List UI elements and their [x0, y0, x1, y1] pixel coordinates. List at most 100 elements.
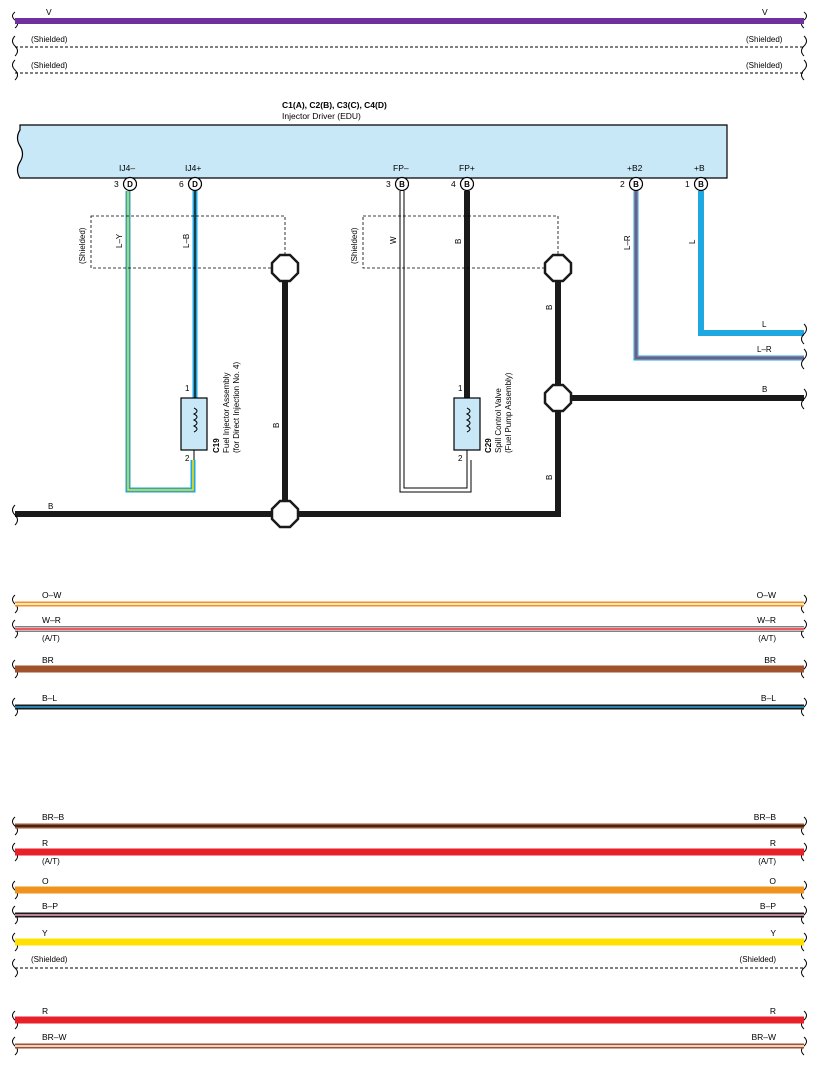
injector-body	[180, 397, 208, 451]
pin-number: 1	[685, 179, 690, 189]
pin-letter: B	[633, 180, 639, 189]
wire-wr-note-left: (A/T)	[42, 634, 60, 643]
pin-letter: D	[127, 180, 133, 189]
wire-label-w: W	[389, 236, 398, 244]
wire-label-b-out: B	[762, 385, 767, 394]
wire-l-r-stripe	[635, 191, 804, 359]
pin-number: 3	[114, 179, 119, 189]
injector-detail: (for Direct Injection No. 4)	[232, 362, 241, 453]
pin-letter: B	[399, 180, 405, 189]
wire-y-label-left: Y	[42, 928, 48, 938]
wire-label-l-y: L–Y	[115, 233, 124, 248]
splice-point	[543, 253, 573, 283]
wire-label-b: B	[454, 239, 463, 244]
wire-r1-label-left: R	[42, 838, 48, 848]
pin-terminal	[628, 176, 644, 192]
splice-point	[270, 253, 300, 283]
pin-terminal	[459, 176, 475, 192]
pin-terminal	[394, 176, 410, 192]
wire-break-right	[801, 323, 807, 345]
pin-letter: B	[698, 180, 704, 189]
pin-letter: D	[192, 180, 198, 189]
injector-coil-icon	[192, 407, 198, 433]
edu-name: Injector Driver (EDU)	[282, 111, 361, 121]
wire-r1-label-right: R	[770, 838, 776, 848]
pin-terminal	[122, 176, 138, 192]
injector-circuit: (Shielded) L–Y L–B 1 2 C19 Fuel Injector…	[78, 191, 286, 493]
wire-bp2-label-right: B–P	[760, 901, 776, 911]
pin-number: 6	[179, 179, 184, 189]
wire-l-y-stripe	[127, 191, 194, 491]
wire-r2-label-right: R	[770, 1006, 776, 1016]
wire-brb-label-left: BR–B	[42, 812, 65, 822]
shield-box	[90, 215, 286, 269]
wire-bl-label-right: B–L	[761, 693, 776, 703]
shield-label: (Shielded)	[78, 227, 87, 264]
wire-r2-label-left: R	[42, 1006, 48, 1016]
wire-break-right	[801, 958, 807, 978]
edu-body	[16, 124, 728, 179]
top-wires: V V (Shielded) (Shielded) (Shielded) (Sh…	[12, 7, 807, 81]
wire-v-label-right: V	[762, 7, 768, 17]
pin-name-b: +B	[694, 163, 705, 173]
pin-letter: B	[464, 180, 470, 189]
injector-code: C19	[212, 438, 221, 453]
wire-shield3-label-right: (Shielded)	[740, 955, 777, 964]
wire-r1-note-right: (A/T)	[758, 857, 776, 866]
ground-network: B B B B B	[12, 253, 807, 529]
splice-point	[543, 383, 573, 413]
pin-name-b2: +B2	[627, 163, 643, 173]
injector-driver-edu: C1(A), C2(B), C3(C), C4(D) Injector Driv…	[16, 100, 728, 192]
wire-ow-label-right: O–W	[757, 590, 776, 600]
pin-name-fp-plus: FP+	[459, 163, 475, 173]
wire-l	[698, 191, 804, 336]
wire-group-bottom: R R BR–W BR–W	[12, 1006, 807, 1056]
wire-break-left	[12, 59, 18, 81]
wire-wr-note-right: (A/T)	[758, 634, 776, 643]
valve-pin1: 1	[458, 384, 463, 393]
pin-name-fp-minus: FP–	[393, 163, 409, 173]
wire-label-l: L	[688, 239, 697, 244]
wire-brw-label-right: BR–W	[751, 1032, 776, 1042]
wire-brw-label-left: BR–W	[42, 1032, 67, 1042]
wire-bl-label-left: B–L	[42, 693, 57, 703]
pin-name-ij4-minus: IJ4–	[119, 163, 135, 173]
injector-pin2: 2	[185, 454, 190, 463]
shield-label-right: (Shielded)	[746, 61, 783, 70]
wire-label-b-right-upper: B	[545, 305, 554, 310]
wire-label-b-bottom: B	[48, 502, 53, 511]
pin-terminal	[187, 176, 203, 192]
shield-label-left: (Shielded)	[31, 35, 68, 44]
wire-break-left	[12, 504, 18, 526]
injector-name: Fuel Injector Assembly	[222, 373, 231, 453]
wire-label-l-b: L–B	[182, 234, 191, 248]
wire-v-label-left: V	[46, 7, 52, 17]
wire-label-l-r: L–R	[623, 235, 632, 250]
wire-break-right	[801, 35, 807, 57]
wire-ow-label-left: O–W	[42, 590, 61, 600]
wire-label-b-right-lower: B	[545, 475, 554, 480]
valve-detail: (Fuel Pump Assembly)	[504, 372, 513, 453]
wire-w-fill	[400, 191, 471, 492]
edu-connectors: C1(A), C2(B), C3(C), C4(D)	[282, 100, 387, 110]
wire-label-b-left: B	[272, 423, 281, 428]
wire-label-l-r-out: L–R	[757, 345, 772, 354]
wire-y-label-right: Y	[770, 928, 776, 938]
shield-label-left: (Shielded)	[31, 61, 68, 70]
wire-shield3-label-left: (Shielded)	[31, 955, 68, 964]
power-wires: L–R L L L–R	[623, 191, 807, 370]
pin-terminal	[693, 176, 709, 192]
wire-break-right	[801, 388, 807, 410]
wire-br1-label-right: BR	[764, 655, 776, 665]
wire-break-right	[801, 348, 807, 370]
splice-point	[270, 499, 300, 529]
wire-wr-label-right: W–R	[757, 615, 776, 625]
valve-code: C29	[484, 438, 493, 453]
pin-number: 2	[620, 179, 625, 189]
valve-coil-icon	[465, 407, 471, 433]
shield-label-right: (Shielded)	[746, 35, 783, 44]
wire-brb-label-right: BR–B	[754, 812, 777, 822]
